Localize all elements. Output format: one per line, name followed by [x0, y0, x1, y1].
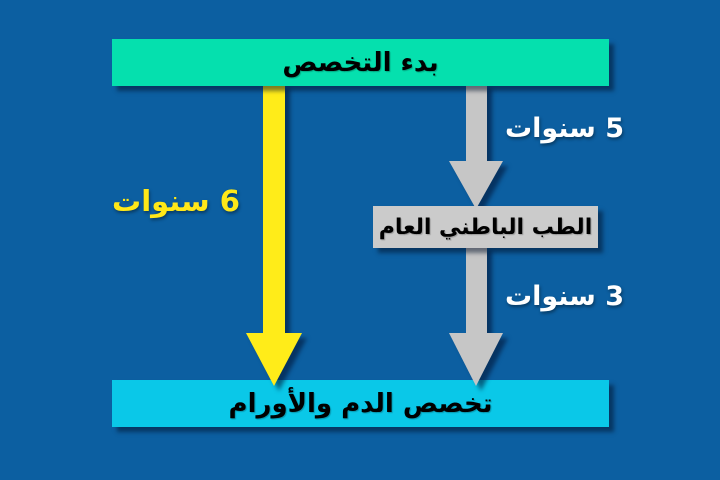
five-year-arrow [449, 84, 503, 209]
node-general-internal-medicine-label: الطب الباطني العام [378, 214, 593, 240]
six-years-label: 6 سنوات [112, 184, 240, 218]
node-hematology-oncology: تخصص الدم والأورام [112, 380, 609, 427]
node-general-internal-medicine: الطب الباطني العام [373, 206, 598, 248]
three-years-label: 3 سنوات [504, 281, 625, 312]
node-start-specialization-label: بدء التخصص [282, 47, 439, 78]
five-years-label: 5 سنوات [504, 113, 625, 144]
three-year-arrow [449, 246, 503, 386]
node-hematology-oncology-label: تخصص الدم والأورام [228, 388, 493, 419]
six-year-arrow [246, 84, 302, 386]
node-start-specialization: بدء التخصص [112, 39, 609, 86]
